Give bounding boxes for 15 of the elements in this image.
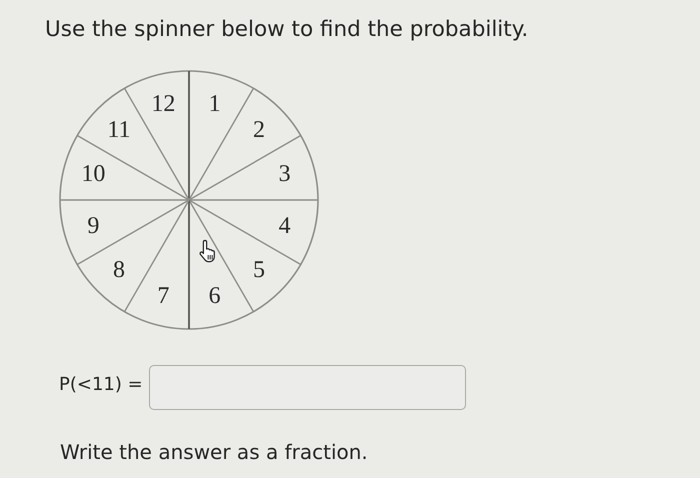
question-heading: Use the spinner below to find the probability. <box>45 17 528 43</box>
sector-number: 8 <box>112 258 125 282</box>
sector-number: 11 <box>107 118 131 142</box>
sector-number: 2 <box>253 118 265 142</box>
sector-number: 7 <box>157 284 170 308</box>
sector-number: 3 <box>278 162 291 186</box>
sector-number: 9 <box>87 214 100 238</box>
probability-expression: P(<11) = <box>59 374 143 396</box>
sector-number: 1 <box>208 92 221 116</box>
sector-number: 10 <box>81 162 106 186</box>
instruction-text: Write the answer as a fraction. <box>60 440 368 464</box>
sector-number: 4 <box>278 214 291 238</box>
sector-number: 5 <box>253 258 265 282</box>
sector-number: 6 <box>208 284 221 308</box>
sector-number: 12 <box>151 92 176 116</box>
